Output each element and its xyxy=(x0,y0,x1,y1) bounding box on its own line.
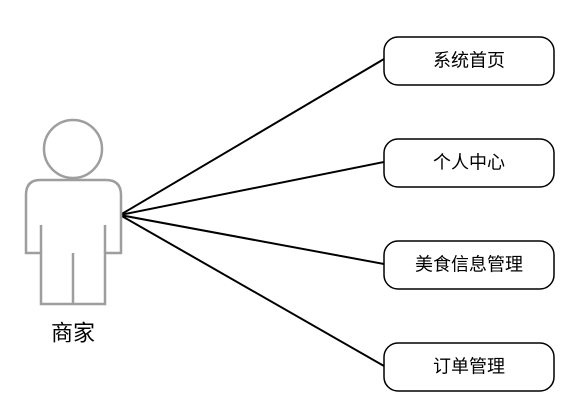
use-case-box[interactable] xyxy=(383,342,555,392)
association-line-1 xyxy=(119,58,385,216)
use-case-订单管理[interactable]: 订单管理 xyxy=(383,342,555,392)
use-case-美食信息管理[interactable]: 美食信息管理 xyxy=(383,240,555,290)
actor-figure xyxy=(24,118,123,306)
association-lines xyxy=(119,58,385,367)
association-line-3 xyxy=(119,214,385,265)
actor-body xyxy=(24,178,123,306)
use-case-box[interactable] xyxy=(383,138,555,188)
use-case-box[interactable] xyxy=(383,240,555,290)
use-case-系统首页[interactable]: 系统首页 xyxy=(383,36,555,86)
use-case-个人中心[interactable]: 个人中心 xyxy=(383,138,555,188)
use-case-label: 美食信息管理 xyxy=(415,255,523,276)
use-case-label: 个人中心 xyxy=(433,153,505,174)
use-case-label: 系统首页 xyxy=(433,51,505,72)
actor-head xyxy=(42,118,104,180)
use-case-label: 订单管理 xyxy=(433,357,505,378)
actor-label: 商家 xyxy=(51,322,95,347)
association-line-2 xyxy=(119,161,385,216)
association-line-4 xyxy=(119,214,385,367)
use-case-box[interactable] xyxy=(383,36,555,86)
